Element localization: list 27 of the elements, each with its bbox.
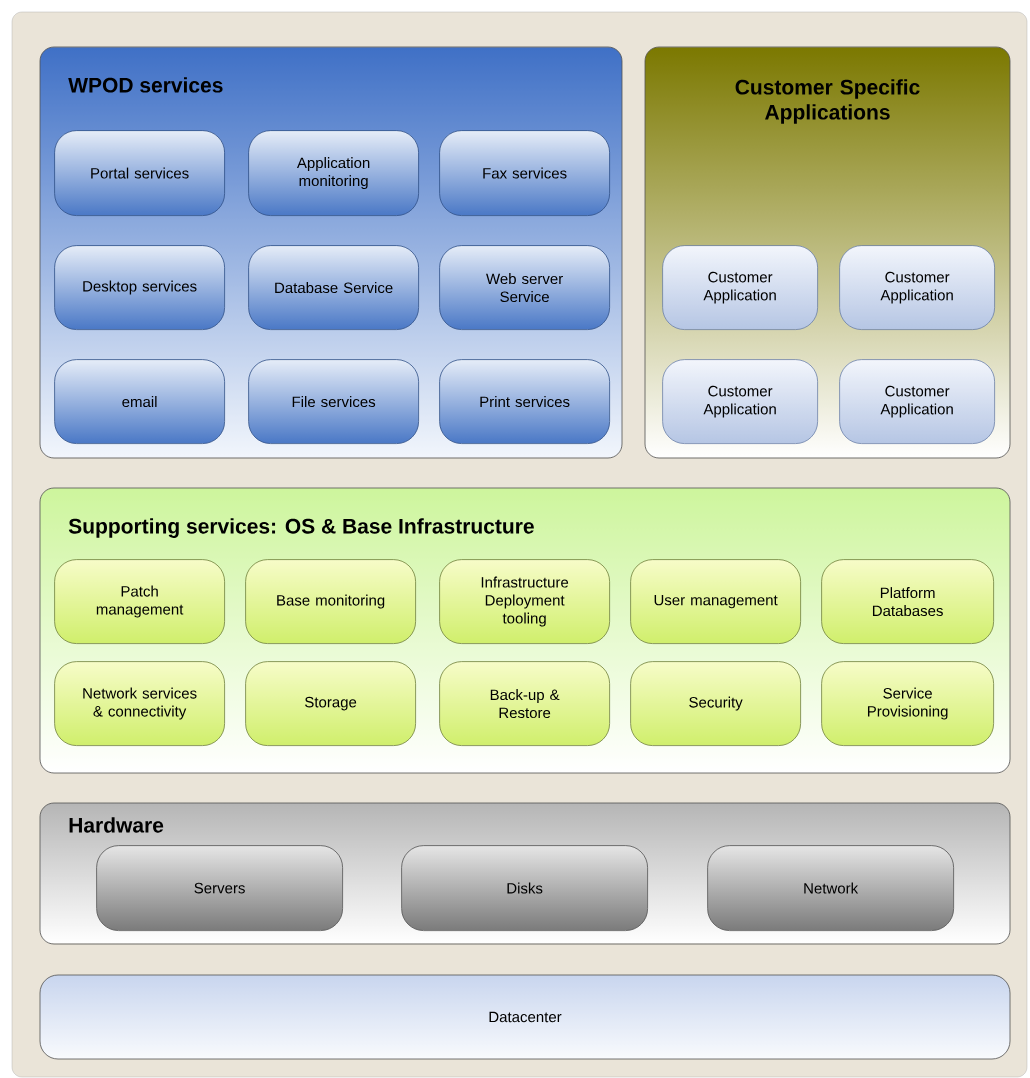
service-box: Application monitoring [248, 130, 419, 216]
service-box: Platform Databases [821, 559, 994, 644]
service-box: Storage [245, 661, 416, 746]
service-box: Portal services [54, 130, 225, 216]
service-box: File services [248, 359, 419, 444]
service-box: email [54, 359, 225, 444]
service-box: Security [630, 661, 801, 746]
application-box: Customer Application [662, 245, 818, 330]
service-box: Desktop services [54, 245, 225, 330]
service-box: Back-up & Restore [439, 661, 610, 746]
hardware-box: Disks [401, 845, 648, 931]
service-box: Base monitoring [245, 559, 416, 644]
service-box: Database Service [248, 245, 419, 330]
service-box: Patch management [54, 559, 225, 644]
application-box: Customer Application [839, 245, 995, 330]
application-box: Customer Application [662, 359, 818, 444]
hardware-box: Network [707, 845, 954, 931]
datacenter-band: Datacenter [39, 974, 1011, 1060]
service-box: Service Provisioning [821, 661, 994, 746]
service-box: Web server Service [439, 245, 610, 330]
service-box: Fax services [439, 130, 610, 216]
service-box: Infrastructure Deployment tooling [439, 559, 610, 644]
service-box: Network services & connectivity [54, 661, 225, 746]
service-box: Print services [439, 359, 610, 444]
application-box: Customer Application [839, 359, 995, 444]
hardware-box: Servers [96, 845, 343, 931]
service-box: User management [630, 559, 801, 644]
